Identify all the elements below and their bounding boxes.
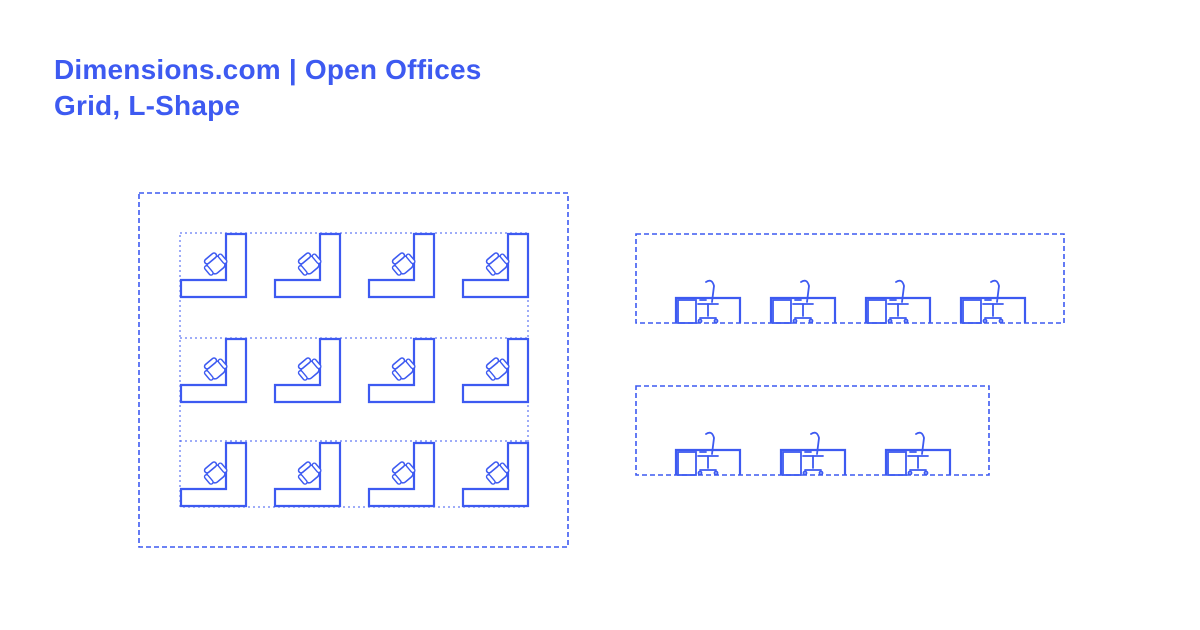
l-shape-workstation (461, 337, 530, 404)
l-shape-workstation (367, 441, 436, 508)
l-shape-workstation (179, 337, 248, 404)
l-shape-workstation (367, 337, 436, 404)
page-title: Dimensions.com | Open Offices (54, 54, 482, 85)
l-shape-workstation (461, 441, 530, 508)
grid-outer-boundary (138, 192, 569, 548)
l-shape-workstation (179, 232, 248, 299)
elevation-three-boundary (635, 385, 990, 476)
title-block: Dimensions.com | Open Offices Grid, L-Sh… (54, 52, 482, 124)
desk-elevation (959, 279, 1027, 325)
l-shape-workstation (273, 441, 342, 508)
l-shape-workstation (273, 232, 342, 299)
desk-elevation (769, 279, 837, 325)
l-shape-workstation (179, 441, 248, 508)
grid-module-guides (179, 232, 529, 508)
l-shape-workstation (273, 337, 342, 404)
elevation-three-workstations (674, 431, 952, 477)
desk-elevation (674, 279, 742, 325)
l-shape-workstation (367, 232, 436, 299)
elevation-four-boundary (635, 233, 1065, 324)
elevation-four-workstations (674, 279, 1027, 325)
page-subtitle: Grid, L-Shape (54, 90, 241, 121)
desk-elevation (779, 431, 847, 477)
desk-elevation (864, 279, 932, 325)
desk-elevation (884, 431, 952, 477)
desk-elevation (674, 431, 742, 477)
grid-workstations (179, 232, 530, 508)
l-shape-workstation (461, 232, 530, 299)
